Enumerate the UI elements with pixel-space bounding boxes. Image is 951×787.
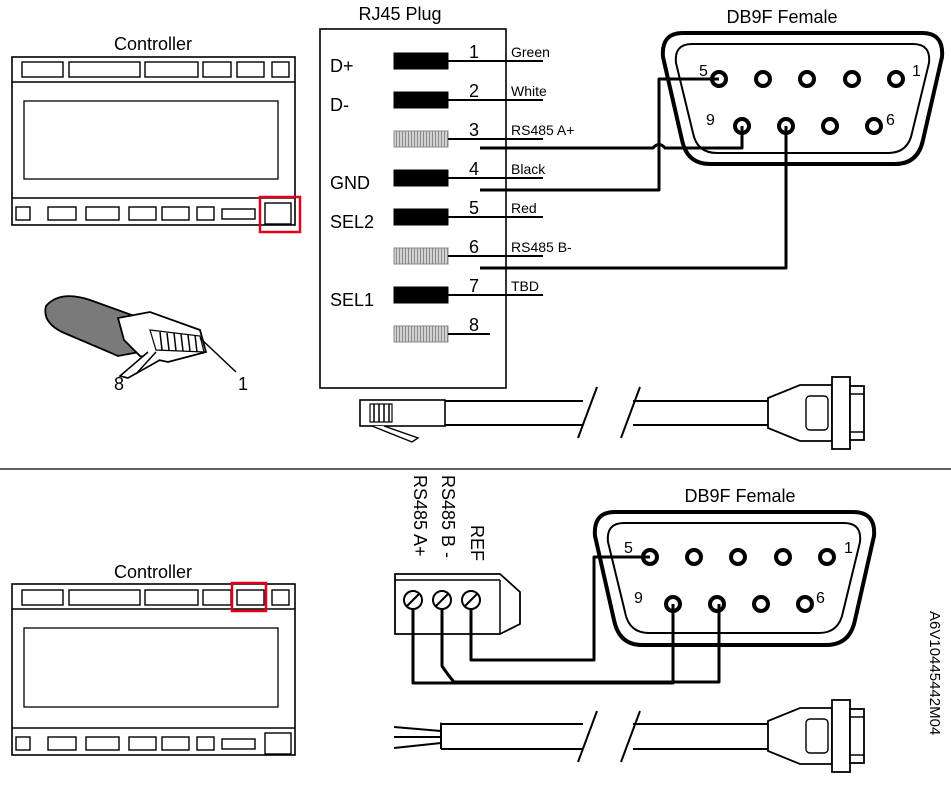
rj45-pin-number: 6	[469, 237, 479, 257]
rj45-wire-label: White	[511, 83, 547, 99]
rj45-signal-label: SEL2	[330, 212, 374, 232]
rj45-contact-wire	[393, 52, 449, 70]
rj45-contact-shield	[393, 130, 449, 148]
bottom-db9-shell-outer	[592, 510, 877, 647]
bottom-db9-number-6: 6	[816, 590, 825, 607]
bottom-cable	[393, 699, 865, 773]
rj45-row-8: 8	[393, 315, 490, 343]
bottom-controller-label: Controller	[114, 562, 192, 582]
top-controller: Controller	[11, 34, 302, 234]
top-db9-title: DB9F Female	[726, 7, 837, 27]
bottom-wires	[411, 555, 721, 685]
bottom-cable-break-2	[620, 710, 641, 763]
top-cable-db9-end	[767, 376, 865, 450]
bottom-db9-number-5: 5	[624, 540, 633, 557]
top-db9-shell-outer	[660, 31, 945, 166]
top-db9-shell-inner	[674, 43, 931, 154]
rj45-pin-number: 7	[469, 276, 479, 296]
bottom-db9-title: DB9F Female	[684, 486, 795, 506]
closeup-pin-8-callout: 8	[114, 374, 124, 394]
bottom-controller: Controller	[11, 562, 296, 756]
top-controller-upper-terminals	[21, 61, 290, 78]
bottom-db9-number-1: 1	[844, 540, 853, 557]
top-db9-number-1: 1	[912, 63, 921, 80]
top-cable	[359, 376, 865, 450]
top-db9-number-6: 6	[886, 112, 895, 129]
wire-ref-to-pin5	[469, 555, 650, 662]
rj45-contact-wire	[393, 91, 449, 109]
top-cable-break-2	[620, 386, 641, 439]
top-wires	[480, 77, 788, 270]
top-db9-number-9: 9	[706, 112, 715, 129]
rj45-title: RJ45 Plug	[358, 4, 441, 24]
rj45-signal-label: GND	[330, 173, 370, 193]
wire-rs485-b-minus	[480, 126, 788, 270]
wire-gnd	[480, 77, 719, 192]
rj45-row-6: 6 RS485 B-	[393, 237, 572, 265]
rj45-contact-wire	[393, 169, 449, 187]
rj45-row-3: 3 RS485 A+	[393, 120, 574, 148]
rj45-plug-closeup: 8 1	[44, 295, 248, 394]
terminal-block-body	[394, 573, 521, 635]
bottom-db9-number-9: 9	[634, 590, 643, 607]
rj45-row-1: D+ 1 Green	[330, 42, 550, 76]
rj45-contact-shield	[393, 247, 449, 265]
rj45-pin-number: 2	[469, 81, 479, 101]
bottom-cable-db9-end	[767, 699, 865, 773]
bottom-controller-display	[23, 627, 279, 708]
top-controller-display	[23, 100, 279, 180]
bottom-controller-upper-terminals	[21, 589, 290, 606]
bottom-db9-shell-inner	[606, 522, 862, 634]
bottom-db9-connector: DB9F Female 5 1 9 6	[592, 486, 877, 647]
rj45-wire-label: Black	[511, 161, 546, 177]
wire-a-plus-to-pin9	[411, 604, 675, 685]
top-cable-rj45-plug	[359, 399, 446, 443]
bottom-cable-break-1	[577, 710, 598, 763]
figure-id: A6V10445442M04	[926, 611, 943, 735]
rj45-pin-number: 4	[469, 159, 479, 179]
rj45-contact-shield	[393, 325, 449, 343]
top-rj45-port-highlight	[258, 195, 302, 234]
terminal-label-rs485-a: RS485 A+	[410, 475, 430, 557]
top-cable-break-1	[577, 386, 598, 439]
rj45-wire-label: RS485 A+	[511, 122, 574, 138]
bottom-rs485-terminal-highlight	[230, 581, 268, 613]
rj45-wire-label: RS485 B-	[511, 239, 572, 255]
rj45-pin-number: 8	[469, 315, 479, 335]
rj45-contact-wire	[393, 286, 449, 304]
rj45-pin-number: 5	[469, 198, 479, 218]
rj45-contact-wire	[393, 208, 449, 226]
rj45-row-7: SEL1 7 TBD	[330, 276, 543, 310]
top-db9-pins	[710, 70, 905, 135]
bottom-controller-lower-terminals	[15, 732, 292, 755]
rj45-signal-label: D+	[330, 56, 354, 76]
rj45-wire-label: Red	[511, 200, 537, 216]
rj45-wire-label: TBD	[511, 278, 539, 294]
top-db9-connector: DB9F Female 5 1 9 6	[660, 7, 945, 166]
bottom-cable-stripped-end	[393, 722, 442, 749]
rj45-pin-number: 3	[469, 120, 479, 140]
bottom-terminal-block: RS485 A+ RS485 B - REF	[394, 475, 521, 635]
closeup-pin-1-callout: 1	[238, 374, 248, 394]
rj45-signal-label: SEL1	[330, 290, 374, 310]
rj45-row-4: GND 4 Black	[330, 159, 546, 193]
top-controller-lower-terminals	[15, 202, 292, 225]
terminal-label-ref: REF	[467, 525, 487, 561]
rj45-pin-number: 1	[469, 42, 479, 62]
top-controller-label: Controller	[114, 34, 192, 54]
rj45-wire-label: Green	[511, 44, 550, 60]
terminal-screws	[403, 590, 481, 610]
terminal-label-rs485-b: RS485 B -	[438, 475, 458, 558]
bottom-db9-pins	[641, 548, 836, 613]
rj45-row-2: D- 2 White	[330, 81, 547, 115]
rj45-row-5: SEL2 5 Red	[330, 198, 543, 232]
top-db9-number-5: 5	[699, 63, 708, 80]
rj45-signal-label: D-	[330, 95, 349, 115]
